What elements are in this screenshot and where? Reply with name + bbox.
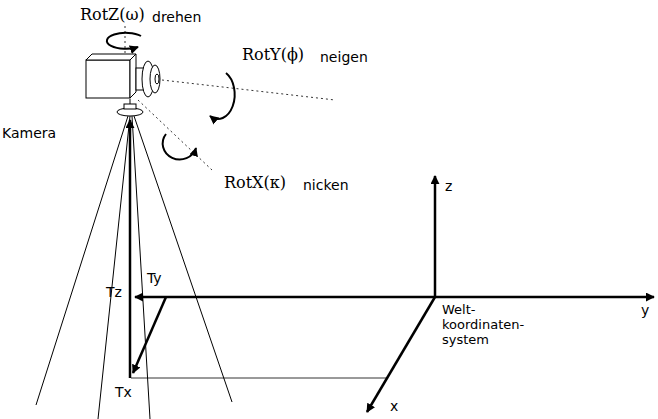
world-axis (135, 176, 654, 412)
axis-label: x (390, 398, 398, 414)
helper-line (131, 378, 387, 379)
translation-label: Ty (147, 270, 162, 286)
world-system-label: Welt- koordinaten- system (442, 303, 524, 348)
rotation-word: nicken (303, 177, 349, 193)
rotation-word: neigen (320, 49, 368, 65)
translation-arrow (130, 120, 166, 378)
camera-label: Kamera (2, 125, 56, 141)
rotation-arrow (107, 33, 235, 160)
tripod (36, 99, 232, 419)
rotation-label: RotX(κ) (224, 174, 286, 192)
translation-label: Tz (106, 284, 122, 300)
axis-label: z (445, 178, 452, 194)
rotation-word: drehen (152, 9, 201, 25)
rotation-axis (125, 26, 335, 170)
rotation-label: RotZ(ω) (80, 6, 145, 24)
camera-symbol (86, 54, 160, 98)
rotation-label: RotY(ϕ) (242, 46, 304, 64)
axis-label: y (641, 302, 649, 318)
translation-label: Tx (115, 384, 132, 400)
